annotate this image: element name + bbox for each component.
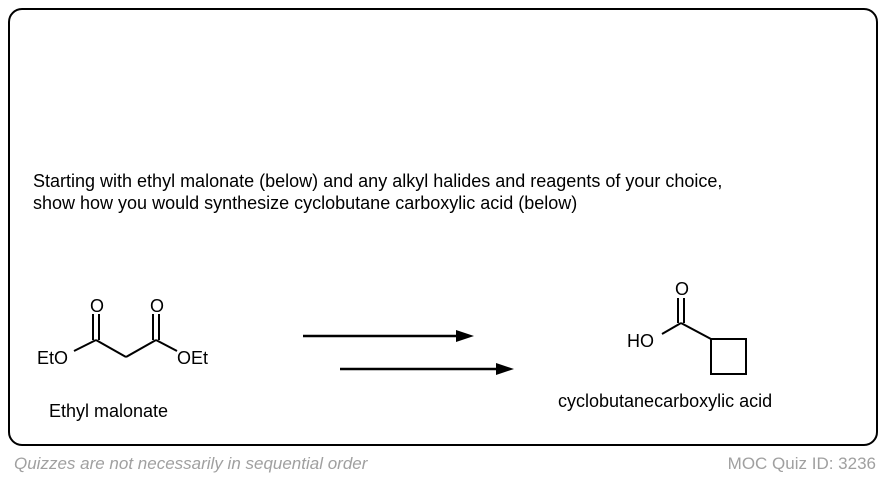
arrowhead-icon: [496, 363, 514, 375]
ethyl-malonate-structure: [73, 314, 178, 358]
question-text: Starting with ethyl malonate (below) and…: [33, 170, 722, 214]
quiz-card: [8, 8, 878, 446]
carbonyl-o-label: O: [150, 296, 164, 316]
eto-label: EtO: [37, 348, 68, 368]
footer-note: Quizzes are not necessarily in sequentia…: [14, 454, 368, 473]
carbonyl-o-label: O: [90, 296, 104, 316]
arrowhead-icon: [456, 330, 474, 342]
product-label: cyclobutanecarboxylic acid: [558, 391, 773, 411]
cyclobutanecarboxylic-acid-structure: [661, 298, 747, 375]
ho-label: HO: [627, 331, 654, 351]
question-line-2: show how you would synthesize cyclobutan…: [33, 193, 578, 213]
oet-label: OEt: [177, 348, 208, 368]
carbonyl-o-label: O: [675, 279, 689, 299]
reaction-arrows: [303, 334, 500, 371]
quiz-id: MOC Quiz ID: 3236: [727, 454, 876, 473]
question-line-1: Starting with ethyl malonate (below) and…: [33, 171, 723, 191]
ethyl-malonate-label: Ethyl malonate: [49, 401, 169, 421]
